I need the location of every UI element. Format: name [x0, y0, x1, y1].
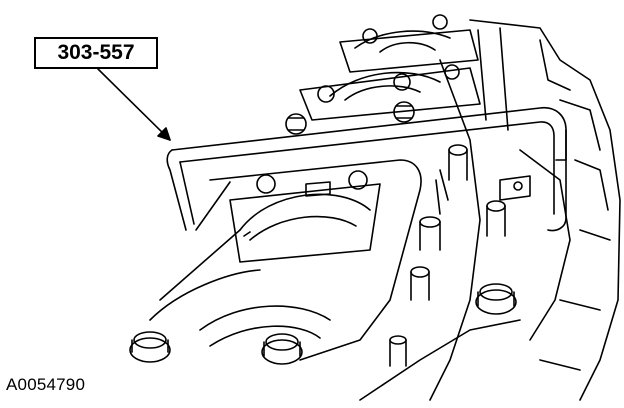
upper-bearing-cap [299, 14, 481, 121]
special-tool-frame [166, 101, 567, 232]
cylinder-head-background [359, 19, 621, 401]
callout-leader [97, 68, 171, 141]
tool-number-label: 303-557 [57, 41, 135, 64]
tool-number-callout: 303-557 [34, 37, 158, 69]
lower-bearing-cap [149, 159, 422, 361]
lower-bolts [129, 283, 517, 365]
valve-studs [389, 144, 506, 367]
figure-id-label: A0054790 [6, 375, 86, 394]
